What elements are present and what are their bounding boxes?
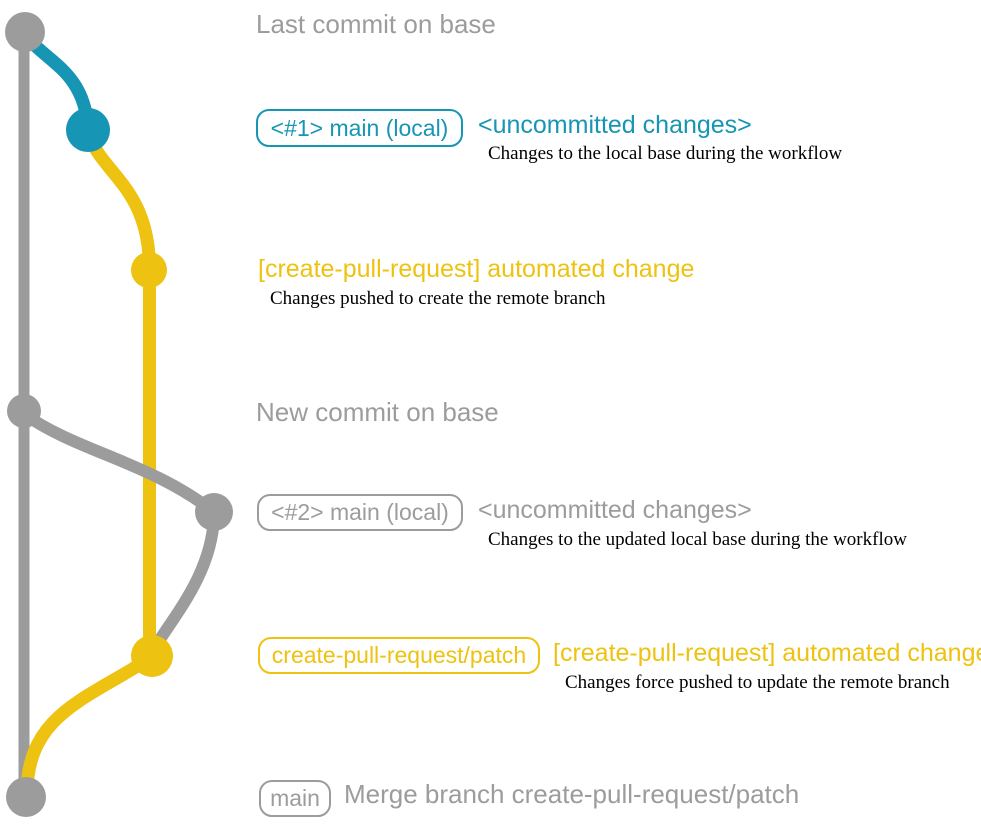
branch-label-cpr-patch-text: create-pull-request/patch — [271, 642, 527, 668]
caption-force-push-remote-branch: Changes force pushed to update the remot… — [565, 672, 950, 693]
branch-label-main-local-2: <#2> main (local) — [257, 494, 463, 531]
commit-message-uncommitted-1: <uncommitted changes> — [478, 111, 752, 139]
branch-label-main-text: main — [270, 785, 320, 811]
caption-local-base-changes: Changes to the local base during the wor… — [488, 143, 843, 164]
branch-label-main-local-1-text: <#1> main (local) — [270, 114, 449, 141]
caption-updated-local-base-changes: Changes to the updated local base during… — [488, 529, 907, 550]
branch-label-main-local-2-text: <#2> main (local) — [271, 499, 449, 525]
force-push-edge — [146, 510, 220, 658]
merge-edge — [20, 653, 154, 799]
caption-create-remote-branch: Changes pushed to create the remote bran… — [270, 288, 606, 309]
commit-node-base-2 — [7, 394, 41, 428]
commit-message-automated-2: [create-pull-request] automated change — [553, 639, 981, 667]
heading-last-commit: Last commit on base — [256, 9, 496, 39]
commit-node-automated-2 — [131, 635, 173, 677]
branch-label-cpr-patch: create-pull-request/patch — [258, 637, 540, 674]
commit-node-automated-1 — [131, 252, 167, 288]
branch-label-main: main — [259, 780, 331, 817]
branch-label-main-local-1: <#1> main (local) — [256, 109, 463, 147]
commit-node-local-1 — [66, 108, 110, 152]
commit-message-uncommitted-2: <uncommitted changes> — [478, 496, 752, 524]
heading-new-commit: New commit on base — [256, 397, 499, 427]
rebase-edge — [18, 408, 220, 518]
automated-commit-edge-1 — [83, 131, 156, 275]
commit-node-base-1 — [5, 12, 45, 52]
commit-node-merge — [6, 777, 46, 817]
commit-node-local-2 — [195, 493, 233, 531]
commit-message-automated-1: [create-pull-request] automated change — [258, 255, 695, 283]
commit-message-merge: Merge branch create-pull-request/patch — [344, 779, 800, 809]
